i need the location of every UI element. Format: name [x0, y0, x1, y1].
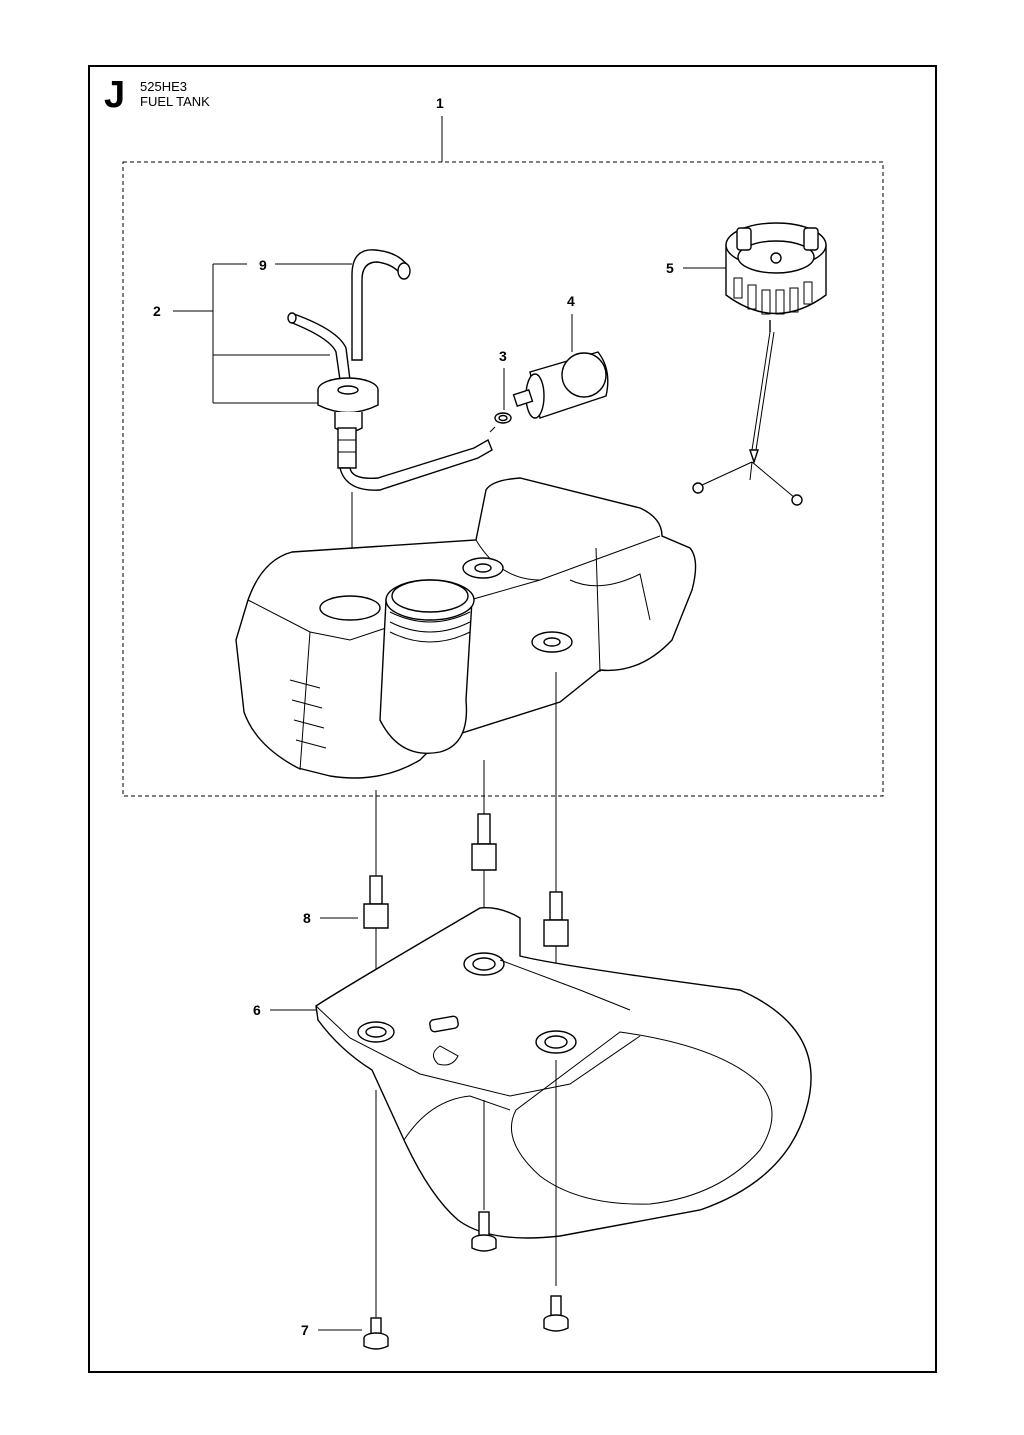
- callout-label-5: 5: [666, 260, 674, 276]
- fuel-tank: [235, 477, 697, 896]
- callout-9[interactable]: 9: [259, 257, 352, 273]
- model-number: 525HE3: [140, 79, 187, 94]
- callout-6[interactable]: 6: [253, 1002, 320, 1018]
- screw-right: [543, 1295, 569, 1332]
- fuel-cap: [692, 222, 827, 506]
- fuel-hose-assembly: [287, 249, 493, 640]
- drawing-frame: [88, 65, 937, 1373]
- fuel-filter: [512, 351, 609, 419]
- callout-2[interactable]: 2: [153, 263, 330, 404]
- section-letter: J: [104, 74, 126, 116]
- callout-5[interactable]: 5: [666, 260, 726, 276]
- callout-3[interactable]: 3: [499, 348, 507, 410]
- callout-label-8: 8: [303, 910, 311, 926]
- spacer-center: [471, 813, 497, 942]
- callout-label-2: 2: [153, 303, 161, 319]
- callout-4[interactable]: 4: [567, 293, 575, 352]
- spacer-right: [543, 891, 569, 1040]
- callout-label-9: 9: [259, 257, 267, 273]
- diagram-title: FUEL TANK: [140, 94, 210, 109]
- callout-label-1: 1: [436, 95, 444, 111]
- callout-8[interactable]: 8: [303, 910, 358, 926]
- callout-label-7: 7: [301, 1322, 309, 1338]
- screw-center: [471, 1211, 497, 1252]
- callout-7[interactable]: 7: [301, 1322, 362, 1338]
- hose-clamp: [489, 412, 512, 433]
- callout-label-6: 6: [253, 1002, 261, 1018]
- handle-bracket: [315, 907, 812, 1322]
- callout-1[interactable]: 1: [436, 95, 444, 162]
- callout-label-3: 3: [499, 348, 507, 364]
- callout-label-4: 4: [567, 293, 575, 309]
- assembly-boundary: [122, 161, 884, 797]
- screw-left: [363, 1317, 389, 1350]
